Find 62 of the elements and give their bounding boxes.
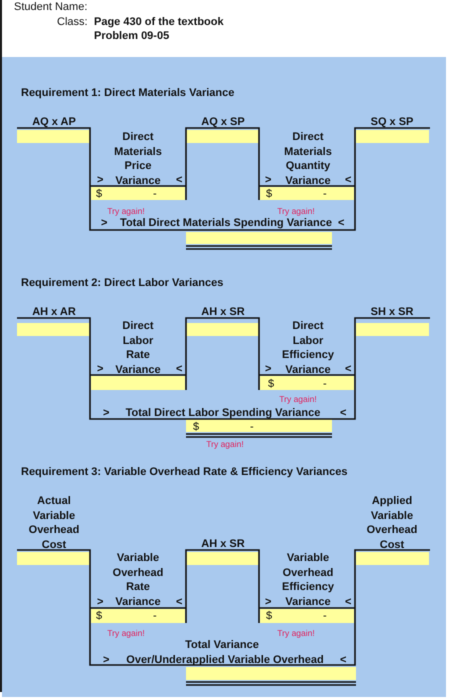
bracket-mark: < bbox=[338, 216, 344, 230]
feedback-message: Try again! bbox=[279, 393, 317, 406]
column-heading: Actual Variable Overhead Cost bbox=[28, 494, 80, 552]
feedback-message: Try again! bbox=[107, 627, 145, 640]
column-heading: AH x SR bbox=[201, 537, 245, 552]
variance-label: Variable Overhead Efficiency Variance bbox=[282, 551, 334, 609]
total-label: Total Direct Materials Spending Variance bbox=[120, 216, 332, 230]
amount-value: - bbox=[153, 187, 157, 202]
bracket-mark: > bbox=[97, 362, 104, 376]
bracket-mark: < bbox=[345, 595, 352, 610]
requirement-heading: Requirement 2: Direct Labor Variances bbox=[21, 276, 224, 290]
bracket-mark: > bbox=[103, 406, 110, 420]
total-label: Total Direct Labor Spending Variance bbox=[126, 406, 320, 420]
total-label: Total Variance bbox=[185, 638, 259, 652]
bracket-mark: < bbox=[340, 406, 346, 420]
currency-sign: $ bbox=[96, 609, 102, 624]
column-heading: Applied Variable Overhead Cost bbox=[366, 494, 418, 552]
column-heading: SQ x SP bbox=[370, 115, 414, 130]
amount-value: - bbox=[250, 420, 254, 434]
feedback-message: Try again! bbox=[107, 205, 145, 218]
bracket-mark: > bbox=[265, 595, 272, 610]
bracket-mark: > bbox=[103, 653, 110, 668]
currency-sign: $ bbox=[268, 377, 274, 392]
bracket-mark: > bbox=[265, 173, 272, 188]
column-heading: AH x AR bbox=[32, 305, 76, 320]
feedback-message: Try again! bbox=[277, 627, 315, 640]
variance-label: Direct Materials Quantity Variance bbox=[284, 130, 332, 188]
variance-label: Direct Labor Rate Variance bbox=[115, 319, 161, 377]
currency-sign: $ bbox=[266, 609, 272, 624]
feedback-message: Try again! bbox=[277, 205, 315, 218]
variance-label: Direct Materials Price Variance bbox=[114, 130, 162, 188]
column-heading: AQ x SP bbox=[201, 115, 245, 130]
problem-number: Problem 09-05 bbox=[94, 29, 170, 44]
bracket-mark: < bbox=[176, 173, 182, 188]
currency-sign: $ bbox=[193, 420, 200, 434]
column-heading: AQ x AP bbox=[32, 115, 76, 130]
requirement-heading: Requirement 3: Variable Overhead Rate & Efficiency Variances bbox=[21, 465, 348, 480]
bracket-mark: > bbox=[265, 362, 272, 376]
column-heading: AH x SR bbox=[201, 305, 245, 320]
variance-label: Direct Labor Efficiency Variance bbox=[282, 319, 334, 377]
requirement-heading: Requirement 1: Direct Materials Variance bbox=[21, 86, 234, 100]
total-label: Over/Underapplied Variable Overhead bbox=[126, 653, 324, 668]
feedback-message: Try again! bbox=[206, 438, 244, 451]
bracket-mark: < bbox=[176, 362, 182, 376]
variance-label: Variable Overhead Rate Variance bbox=[112, 551, 164, 609]
bracket-mark: < bbox=[345, 362, 352, 376]
bracket-mark: < bbox=[340, 653, 346, 668]
field-label: Student Name: bbox=[14, 0, 88, 14]
amount-value: - bbox=[323, 377, 327, 392]
field-label: Class: bbox=[57, 15, 88, 30]
bracket-mark: > bbox=[101, 216, 108, 230]
bracket-mark: > bbox=[97, 173, 104, 188]
class-value: Page 430 of the textbook bbox=[94, 15, 224, 30]
currency-sign: $ bbox=[96, 187, 102, 202]
currency-sign: $ bbox=[266, 187, 272, 202]
bracket-mark: < bbox=[345, 173, 352, 188]
column-heading: SH x SR bbox=[370, 305, 414, 320]
bracket-mark: > bbox=[97, 595, 104, 610]
amount-value: - bbox=[153, 609, 157, 624]
amount-value: - bbox=[323, 187, 327, 202]
bracket-mark: < bbox=[176, 595, 182, 610]
amount-value: - bbox=[323, 609, 327, 624]
